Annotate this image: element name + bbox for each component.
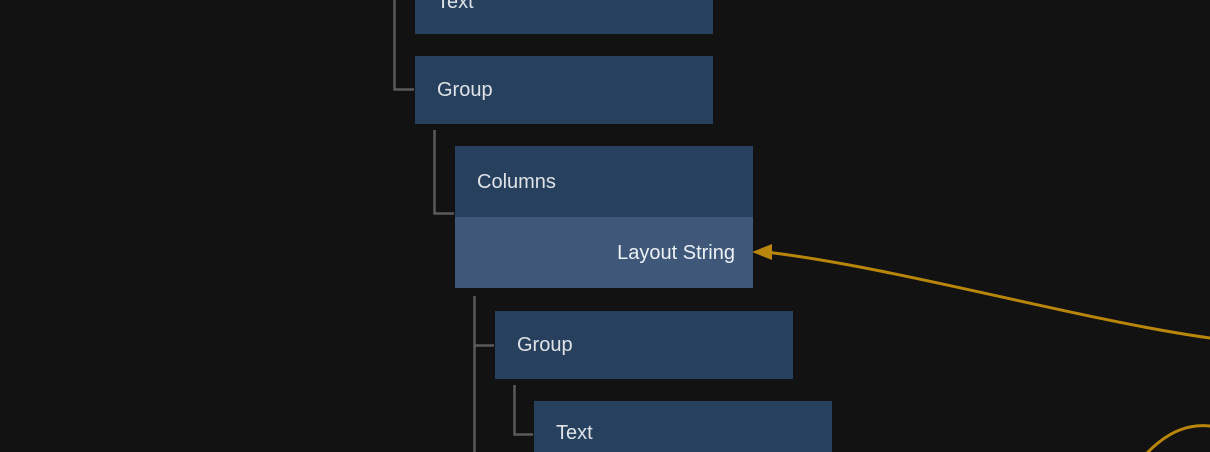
node-title: Text [534, 401, 832, 452]
connector-group-1-to-columns [433, 130, 454, 215]
connector-group-2-to-text-bottom [513, 385, 533, 436]
node-title: Text [415, 0, 713, 34]
node-text-bottom[interactable]: Text [534, 401, 832, 452]
node-group-2[interactable]: Group [495, 311, 793, 379]
node-socket-layout-string[interactable]: Layout String [455, 217, 753, 288]
connector-columns-to-group-2 [473, 296, 494, 452]
node-text-top[interactable]: Text [415, 0, 713, 34]
connector-text-top-to-group-1 [393, 0, 414, 91]
edge-layout-string-in [752, 244, 1210, 340]
node-group-1[interactable]: Group [415, 56, 713, 124]
edge-offscreen-lower [1146, 424, 1210, 452]
node-title: Group [415, 56, 713, 124]
node-title: Columns [455, 146, 753, 217]
node-columns[interactable]: Columns Layout String [455, 146, 753, 288]
node-title: Group [495, 311, 793, 379]
